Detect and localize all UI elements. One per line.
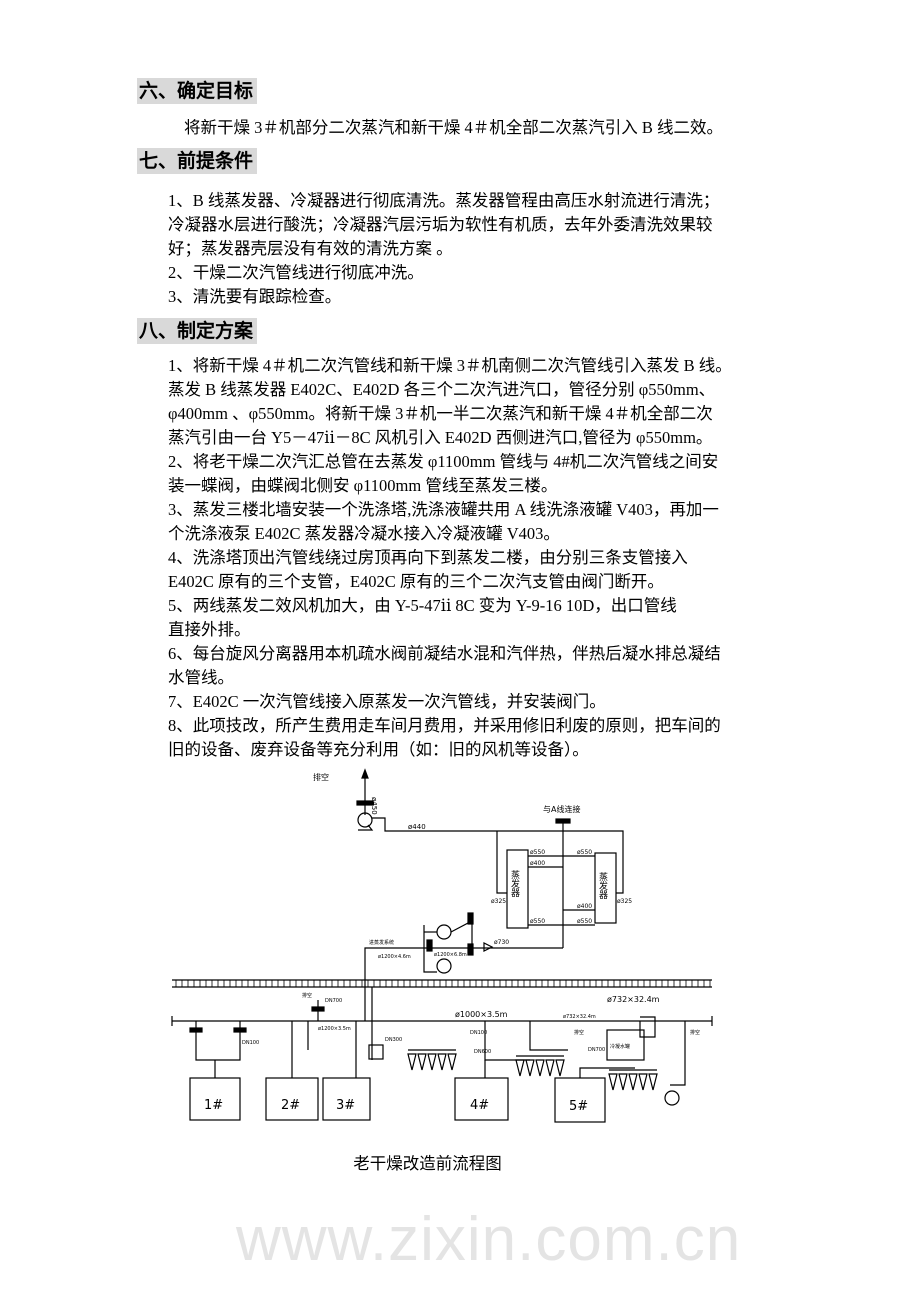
text-line: 冷凝器水层进行酸洗；冷凝器汽层污垢为软性有机质，去年外委清洗效果较 — [168, 215, 713, 234]
text-line: 个洗涤液泵 E402C 蒸发器冷凝水接入冷凝液罐 V403。 — [168, 524, 560, 543]
pipe-label: ø730 — [494, 939, 509, 946]
tank — [265, 1077, 319, 1121]
section-heading: 七、前提条件 — [137, 148, 258, 174]
pipe-label: ø400 — [577, 903, 592, 910]
pipe-label: DN100 — [242, 1040, 259, 1046]
cyclone-separator — [535, 1059, 545, 1077]
section-body: 将新干燥 3＃机部分二次蒸汽和新干燥 4＃机全部二次蒸汽引入 B 线二效。 — [184, 116, 723, 140]
cyclone-separator — [515, 1059, 525, 1077]
cyclone-separator — [427, 1053, 437, 1071]
cyclone-separator — [638, 1073, 648, 1091]
pipe-label: ø550 — [530, 918, 545, 925]
pipe-label: 进蒸发系统 — [369, 939, 394, 946]
cyclone-separator — [545, 1059, 555, 1077]
pipe-label: ø732×32.4m — [607, 995, 660, 1004]
cyclone-separator — [608, 1073, 618, 1091]
pipe-label: DN100 — [470, 1030, 487, 1036]
pipe-label: ø325 — [617, 898, 632, 905]
text-line: 1、B 线蒸发器、冷凝器进行彻底清洗。蒸发器管程由高压水射流进行清洗； — [168, 191, 720, 210]
vent-label: 排空 — [690, 1029, 700, 1036]
section-heading: 八、制定方案 — [137, 318, 258, 344]
cyclone-separator — [555, 1059, 565, 1077]
pipe-label: ø550 — [530, 849, 545, 856]
tank — [322, 1077, 371, 1121]
cyclone-separator — [407, 1053, 417, 1071]
text-line: 直接外排。 — [168, 620, 251, 639]
pipe-label: ø400 — [530, 860, 545, 867]
pipe-label: ø1200×6.8m — [434, 952, 467, 958]
pipe-label: DN600 — [474, 1049, 491, 1055]
text-line: φ400mm 、φ550mm。将新干燥 3＃机一半二次蒸汽和新干燥 4＃机全部二… — [168, 404, 713, 423]
diagram-caption: 老干燥改造前流程图 — [353, 1154, 502, 1173]
fan-icon — [664, 1090, 680, 1106]
vent-label: 排空 — [302, 992, 312, 999]
section-heading: 六、确定目标 — [137, 78, 258, 104]
text-line: 4、洗涤塔顶出汽管线绕过房顶再向下到蒸发二楼，由分别三条支管接入 — [168, 548, 688, 567]
pipe-label: DN700 — [325, 998, 342, 1004]
text-line: 3、清洗要有跟踪检查。 — [168, 287, 342, 306]
text-line: 好；蒸发器壳层没有有效的清洗方案 。 — [168, 239, 453, 258]
pipe-label: DN700 — [588, 1047, 605, 1053]
text-line: 水管线。 — [168, 668, 234, 687]
fan-icon — [357, 812, 373, 828]
pipe-label: ø1200×3.5m — [318, 1026, 351, 1032]
pump-icon — [436, 958, 452, 974]
text-line: 8、此项技改，所产生费用走车间月费用，并采用修旧利废的原则，把车间的 — [168, 716, 721, 735]
text-line: 5、两线蒸发二效风机加大，由 Y-5-47ⅱ 8C 变为 Y-9-16 10D，… — [168, 596, 677, 615]
text-line: E402C 原有的三个支管，E402C 原有的三个二次汽支管由阀门断开。 — [168, 572, 664, 591]
a-line-label: 与A线连接 — [543, 804, 580, 814]
text-line: 将新干燥 3＃机部分二次蒸汽和新干燥 4＃机全部二次蒸汽引入 B 线二效。 — [184, 118, 724, 137]
cyclone-separator — [417, 1053, 427, 1071]
text-line: 1、将新干燥 4＃机二次汽管线和新干燥 3＃机南侧二次汽管线引入蒸发 B 线。 — [168, 356, 732, 375]
tank-label: 2# — [281, 1098, 300, 1113]
pipe-label: ø1200×4.6m — [378, 954, 411, 960]
flow-diagram: 排空 ø450 与A线连接 ø440 蒸发器 蒸发器 ø550 ø400 ø55… — [171, 768, 713, 1123]
text-line: 蒸汽引由一台 Y5－47ⅱ－8C 风机引入 E402D 西侧进汽口,管径为 φ5… — [168, 428, 713, 447]
tank — [454, 1077, 509, 1121]
pump-icon — [436, 924, 452, 940]
watermark: www.zixin.com.cn — [236, 1205, 742, 1274]
pipe-label: ø732×32.4m — [563, 1014, 596, 1020]
text-line: 2、干燥二次汽管线进行彻底冲洗。 — [168, 263, 424, 282]
text-line: 3、蒸发三楼北墙安装一个洗涤塔,洗涤液罐共用 A 线洗涤液罐 V403，再加一 — [168, 500, 719, 519]
pipe-label: ø550 — [577, 849, 592, 856]
pipe-label: DN300 — [385, 1037, 402, 1043]
vent-label: 排空 — [574, 1029, 584, 1036]
tank — [554, 1077, 606, 1123]
tank-label: 1# — [204, 1098, 223, 1113]
pipe-label: ø325 — [491, 898, 506, 905]
cyclone-separator — [648, 1073, 658, 1091]
text-line: 7、E402C 一次汽管线接入原蒸发一次汽管线，并安装阀门。 — [168, 692, 606, 711]
tank — [189, 1077, 241, 1121]
pipe-label: ø550 — [577, 918, 592, 925]
pipe-label: ø440 — [408, 823, 426, 831]
text-line: 蒸发 B 线蒸发器 E402C、E402D 各三个二次汽进汽口，管径分别 φ55… — [168, 380, 716, 399]
pipe-label: ø450 — [370, 797, 378, 815]
text-line: 6、每台旋风分离器用本机疏水阀前凝结水混和汽伴热，伴热后凝水排总凝结 — [168, 644, 721, 663]
condensate-tank — [606, 1029, 645, 1061]
cyclone-separator — [437, 1053, 447, 1071]
text-line: 旧的设备、废弃设备等充分利用（如：旧的风机等设备）。 — [168, 740, 589, 759]
pipe-label: ø1000×3.5m — [455, 1010, 508, 1019]
section-body: 1、将新干燥 4＃机二次汽管线和新干燥 3＃机南侧二次汽管线引入蒸发 B 线。蒸… — [168, 354, 732, 762]
text-line: 2、将老干燥二次汽汇总管在去蒸发 φ1100mm 管线与 4#机二次汽管线之间安 — [168, 452, 719, 471]
cyclone-separator — [447, 1053, 457, 1071]
cyclone-separator — [525, 1059, 535, 1077]
tank-label: 冷凝水罐 — [610, 1043, 630, 1050]
tank-label: 3# — [336, 1098, 355, 1113]
tank-label: 4# — [470, 1098, 489, 1113]
evaporator-left — [506, 849, 529, 929]
tank-label: 5# — [569, 1099, 588, 1114]
vent-label: 排空 — [313, 772, 329, 782]
evaporator-label: 蒸发器 — [597, 871, 608, 899]
evaporator-right — [594, 852, 617, 924]
evaporator-label: 蒸发器 — [509, 869, 520, 897]
cyclone-separator — [618, 1073, 628, 1091]
section-body: 1、B 线蒸发器、冷凝器进行彻底清洗。蒸发器管程由高压水射流进行清洗； 冷凝器水层… — [168, 189, 719, 309]
cyclone-separator — [628, 1073, 638, 1091]
text-line: 装一蝶阀，由蝶阀北侧安 φ1100mm 管线至蒸发三楼。 — [168, 476, 558, 495]
